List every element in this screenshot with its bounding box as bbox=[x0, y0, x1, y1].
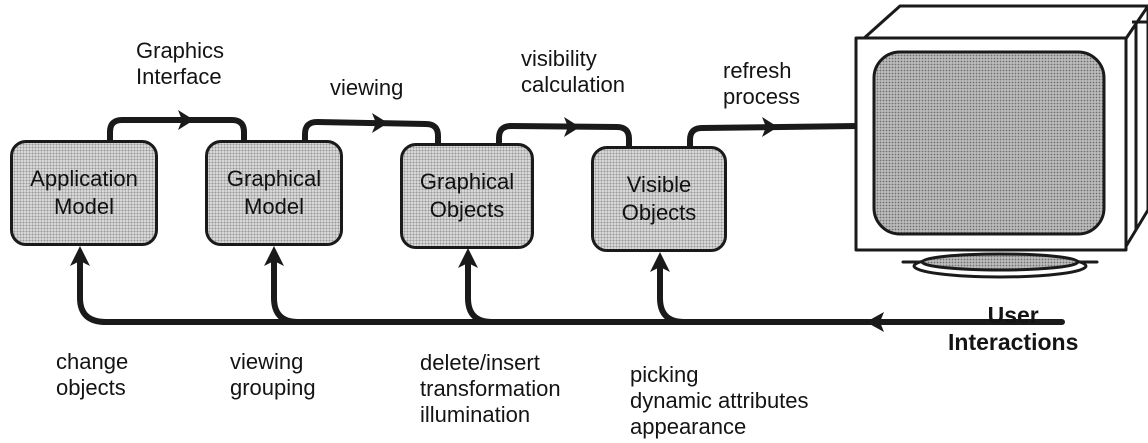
graphical-objects-label: Graphical Objects bbox=[419, 169, 515, 222]
visible-objects-box: Visible Objects bbox=[591, 146, 727, 252]
picking-label: picking dynamic attributes appearance bbox=[630, 362, 809, 439]
user-interactions-label: User Interactions bbox=[948, 302, 1079, 355]
arrowhead-graphics-interface bbox=[178, 110, 194, 130]
arrowhead-visible-objects bbox=[650, 252, 670, 272]
crt-monitor-icon bbox=[854, 4, 1148, 279]
application-model-label: Application Model bbox=[30, 166, 138, 219]
arrowhead-graphical-model bbox=[264, 246, 284, 266]
graphics-interface-label: Graphics Interface bbox=[136, 38, 225, 89]
visibility-calculation-label: visibility calculation bbox=[521, 46, 625, 97]
connector-visibility-calculation bbox=[496, 123, 632, 152]
feedback-branch-visible-objects bbox=[657, 259, 687, 325]
viewing-grouping-label: viewing grouping bbox=[230, 349, 316, 400]
feedback-branch-graphical-model bbox=[271, 253, 301, 325]
graphical-model-box: Graphical Model bbox=[205, 140, 343, 246]
arrowhead-viewing bbox=[372, 113, 388, 133]
change-objects-label: change objects bbox=[56, 349, 129, 400]
arrowhead-application-model bbox=[70, 246, 90, 266]
graphical-objects-box: Graphical Objects bbox=[400, 143, 534, 249]
connector-refresh-process bbox=[687, 123, 861, 153]
visible-objects-label: Visible Objects bbox=[621, 172, 697, 225]
delete-insert-label: delete/insert transformation illuminatio… bbox=[420, 350, 561, 427]
viewing-label: viewing bbox=[330, 75, 404, 100]
application-model-box: Application Model bbox=[10, 140, 158, 246]
connector-graphics-interface bbox=[107, 117, 247, 146]
arrowhead-graphical-objects bbox=[458, 248, 478, 268]
arrowhead-refresh-process bbox=[762, 117, 778, 137]
feedback-branch-graphical-objects bbox=[465, 255, 495, 325]
arrowhead-user-interactions bbox=[866, 312, 884, 332]
connector-viewing bbox=[302, 119, 441, 149]
feedback-bus bbox=[77, 253, 1065, 325]
graphical-model-label: Graphical Model bbox=[226, 166, 322, 219]
refresh-process-label: refresh process bbox=[723, 58, 801, 109]
arrowhead-visibility-calculation bbox=[564, 117, 580, 137]
